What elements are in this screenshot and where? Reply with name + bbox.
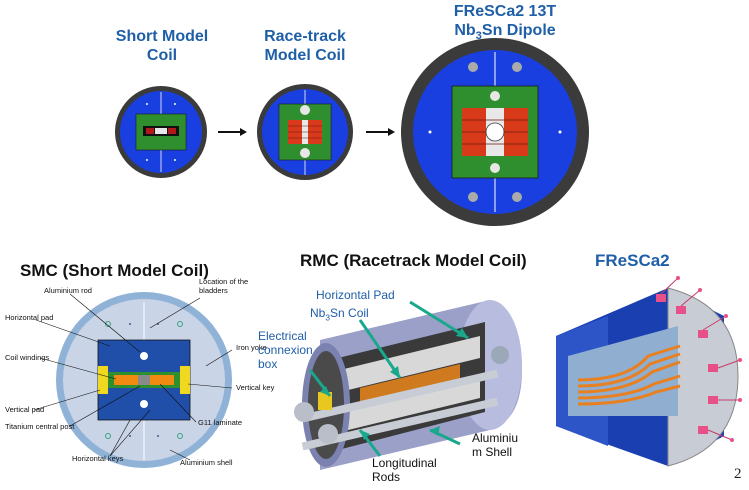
rmc-3d-drawing [294, 300, 522, 470]
fresca-section-title: FReSCa2 [595, 251, 670, 270]
label-aluminium-rod: Aluminium rod [44, 286, 92, 295]
rmc-label-nb3sn-coil: Nb3Sn Coil [310, 306, 369, 323]
rmc-label-longitudinal-rods: Longitudinal Rods [372, 456, 437, 484]
label-g11-laminate: G11 laminate [198, 418, 243, 427]
rmc-label-electrical-box: Electrical connexion box [258, 329, 313, 371]
rmc-label-horizontal-pad: Horizontal Pad [316, 288, 395, 302]
label-vertical-pad: Vertical pad [5, 405, 45, 414]
label-titanium-post: Titanium central post [5, 422, 75, 431]
label-aluminium-shell: Aluminium shell [180, 458, 233, 467]
fresca-cross-section [401, 38, 589, 226]
fresca-3d-drawing [556, 276, 742, 467]
label-coil-windings: Coil windings [5, 353, 50, 362]
smc-section-title: SMC (Short Model Coil) [20, 261, 209, 280]
label-location-bladders: Location of the bladders [199, 277, 249, 295]
arrow-icon [218, 128, 247, 136]
smc-detailed-diagram [33, 292, 233, 468]
arrow-icon [366, 128, 395, 136]
top-cross-sections [115, 38, 589, 226]
label-vertical-key: Vertical key [236, 383, 275, 392]
fresca-top-title: FReSCa2 13T Nb3Sn Dipole [453, 3, 557, 43]
rmc-cross-section-small [257, 84, 353, 180]
rmc-section-title: RMC (Racetrack Model Coil) [300, 251, 527, 270]
rmc-label-aluminium-shell: Aluminiu m Shell [472, 431, 519, 459]
smc-cross-section-small [115, 86, 207, 178]
label-horizontal-pad: Horizontal pad [5, 313, 54, 322]
page-number: 2 [734, 466, 742, 482]
label-iron-yoke: Iron yoke [236, 343, 267, 352]
label-horizontal-keys: Horizontal keys [72, 454, 124, 463]
